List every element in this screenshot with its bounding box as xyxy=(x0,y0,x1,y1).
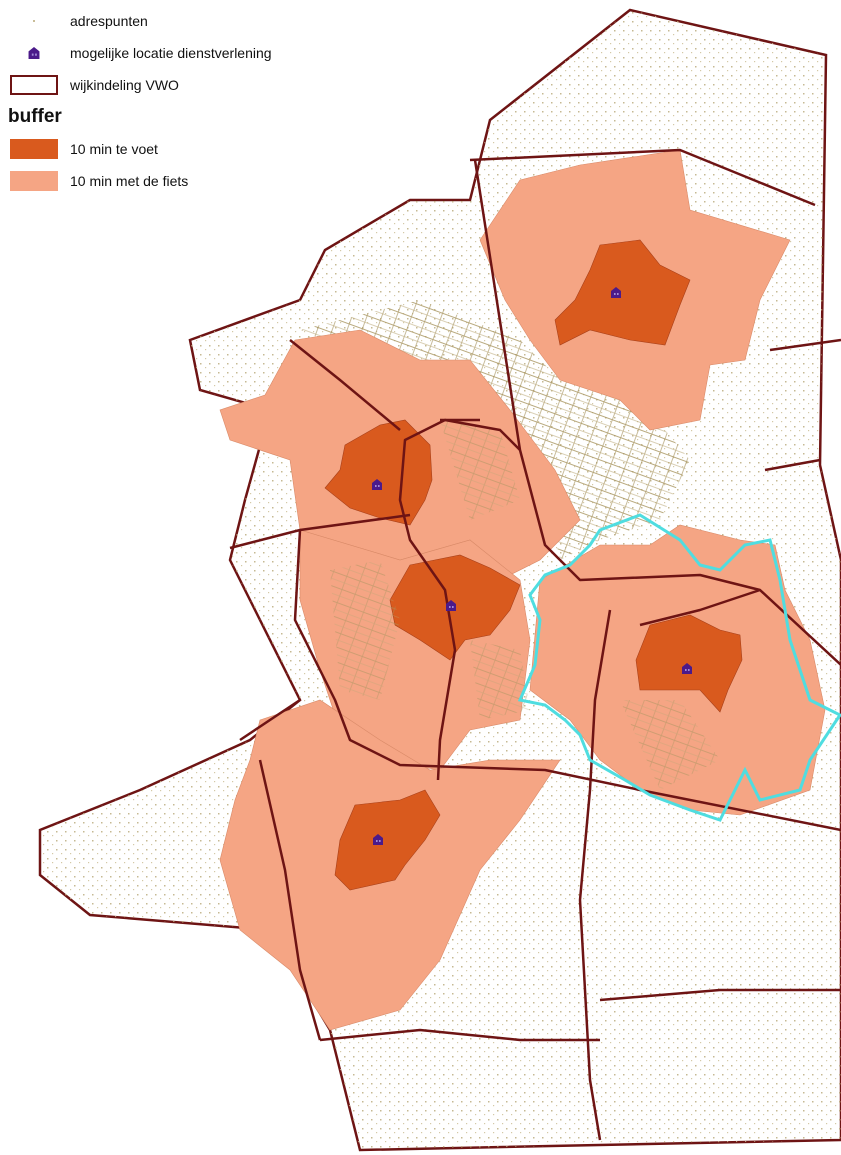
legend-item-bike-buffer: 10 min met de fiets xyxy=(8,170,188,192)
legend-label: 10 min te voet xyxy=(70,141,158,157)
service-location-icon[interactable] xyxy=(373,834,383,845)
legend-label: 10 min met de fiets xyxy=(70,173,189,189)
district-boundaries xyxy=(229,148,841,1141)
service-location-icon[interactable] xyxy=(611,287,621,298)
service-locations xyxy=(372,287,692,845)
service-location-icon[interactable] xyxy=(682,663,692,674)
walk-buffer-symbol xyxy=(8,138,60,160)
walk-buffer-east xyxy=(635,614,743,713)
legend-item-district-boundary: wijkindeling VWO xyxy=(8,74,179,96)
urban-texture-layer xyxy=(330,420,720,790)
legend-label: wijkindeling VWO xyxy=(70,77,179,93)
map-legend: adrespunten mogelijke locatie dienstverl… xyxy=(8,8,348,238)
legend-buffer-heading: buffer xyxy=(8,106,62,127)
legend-item-service-location: mogelijke locatie dienstverlening xyxy=(8,42,272,64)
legend-label: adrespunten xyxy=(70,13,148,29)
legend-label: mogelijke locatie dienstverlening xyxy=(70,45,272,61)
walk-buffer-south xyxy=(334,789,441,891)
service-location-icon[interactable] xyxy=(372,479,382,490)
address-point-symbol xyxy=(8,10,60,32)
house-icon xyxy=(8,42,60,64)
district-boundary-symbol xyxy=(8,74,60,96)
service-location-icon[interactable] xyxy=(446,600,456,611)
walk-buffer-north xyxy=(554,239,691,346)
legend-item-address-points: adrespunten xyxy=(8,10,148,32)
highlighted-area-outline xyxy=(517,513,841,822)
bike-buffer-symbol xyxy=(8,170,60,192)
legend-item-walk-buffer: 10 min te voet xyxy=(8,138,158,160)
